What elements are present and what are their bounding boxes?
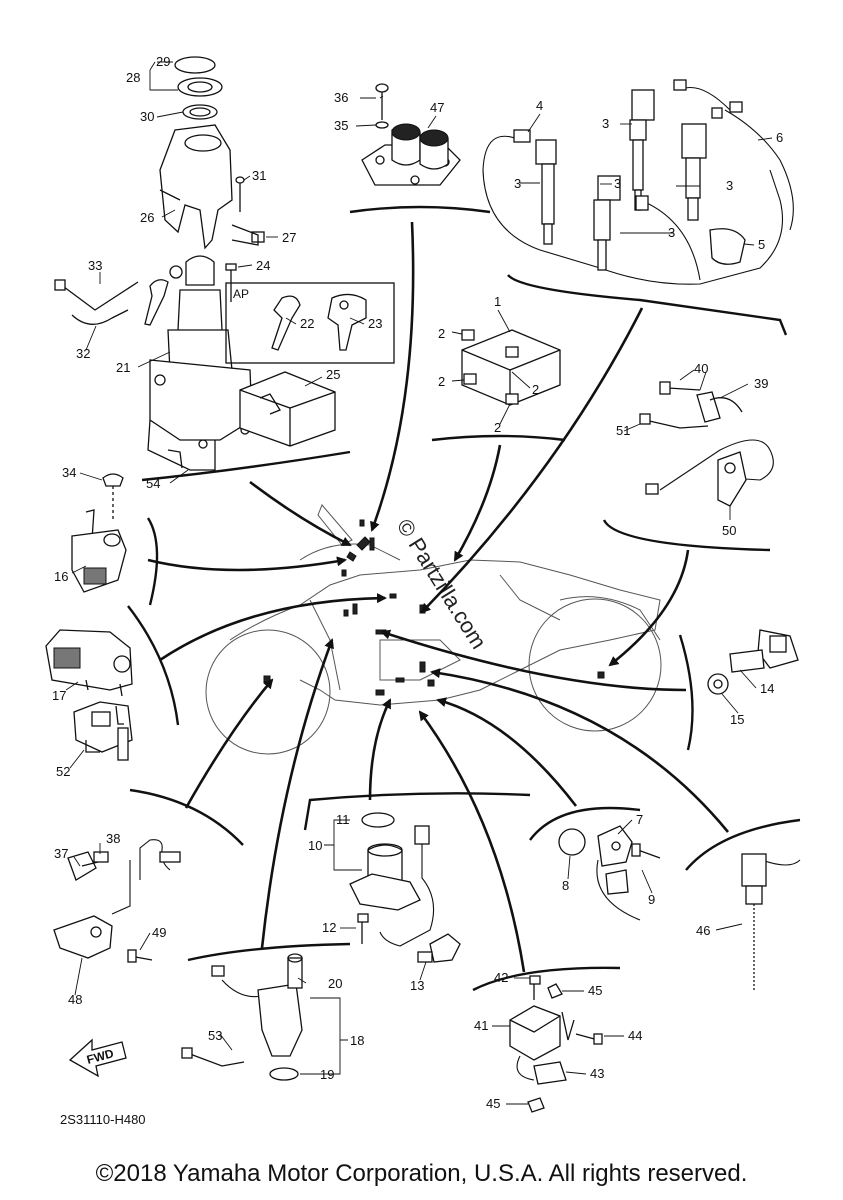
callout-39: 39 [754, 376, 768, 391]
ap-label: AP [233, 287, 249, 301]
callout-5: 5 [758, 237, 765, 252]
callout-22: 22 [300, 316, 314, 331]
callout-46: 46 [696, 923, 710, 938]
callout-41: 41 [474, 1018, 488, 1033]
callout-3b: 3 [514, 176, 521, 191]
callout-31: 31 [252, 168, 266, 183]
callout-11: 11 [336, 812, 350, 827]
callout-45b: 45 [486, 1096, 500, 1111]
part-41 [509, 975, 603, 1113]
location-arrows [147, 221, 730, 973]
callout-3c: 3 [614, 176, 621, 191]
callout-40: 40 [694, 361, 708, 376]
callout-numbers: 1 2 2 2 2 3 3 3 3 3 4 5 6 7 8 9 10 11 12… [52, 54, 783, 1111]
callout-47: 47 [430, 100, 444, 115]
callout-12: 12 [322, 920, 336, 935]
callout-28: 28 [126, 70, 140, 85]
callout-2c: 2 [532, 382, 539, 397]
main-switch-assembly: AP [54, 56, 395, 471]
fwd-arrow-icon: FWD [68, 1038, 127, 1078]
callout-50: 50 [722, 523, 736, 538]
callout-24: 24 [256, 258, 270, 273]
callout-18: 18 [350, 1033, 364, 1048]
part-17-52 [45, 629, 133, 761]
sensor-14 [707, 629, 799, 695]
callout-30: 30 [140, 109, 154, 124]
callout-23: 23 [368, 316, 382, 331]
callout-34: 34 [62, 465, 76, 480]
callout-3d: 3 [726, 178, 733, 193]
watermark: © Partzilla.com [392, 514, 492, 653]
callout-42: 42 [494, 970, 508, 985]
callout-3a: 3 [602, 116, 609, 131]
callout-13: 13 [410, 978, 424, 993]
callout-14: 14 [760, 681, 774, 696]
callout-51: 51 [616, 423, 630, 438]
callout-49: 49 [152, 925, 166, 940]
sensor-50 [639, 381, 774, 507]
part-34-16 [71, 473, 127, 593]
callout-4: 4 [536, 98, 543, 113]
callout-43: 43 [590, 1066, 604, 1081]
callout-3e: 3 [668, 225, 675, 240]
callout-2d: 2 [494, 420, 501, 435]
ignition-coils [482, 79, 794, 285]
fwd-label: FWD [85, 1046, 115, 1067]
part-10 [349, 812, 461, 963]
group-brackets [127, 205, 801, 992]
callout-52: 52 [56, 764, 70, 779]
diagram-code: 2S31110-H480 [60, 1112, 146, 1127]
callout-53: 53 [208, 1028, 222, 1043]
callout-29: 29 [156, 54, 170, 69]
callout-48: 48 [68, 992, 82, 1007]
callout-2a: 2 [438, 326, 445, 341]
callout-35: 35 [334, 118, 348, 133]
callout-17: 17 [52, 688, 66, 703]
callout-37: 37 [54, 846, 68, 861]
callout-38: 38 [106, 831, 120, 846]
callout-8: 8 [562, 878, 569, 893]
callout-33: 33 [88, 258, 102, 273]
callout-16: 16 [54, 569, 68, 584]
callout-45a: 45 [588, 983, 602, 998]
callout-27: 27 [282, 230, 296, 245]
callout-6: 6 [776, 130, 783, 145]
callout-54: 54 [146, 476, 160, 491]
part-18 [181, 953, 303, 1081]
callout-19: 19 [320, 1067, 334, 1082]
callout-15: 15 [730, 712, 744, 727]
motorcycle-outline [205, 504, 662, 755]
callout-21: 21 [116, 360, 130, 375]
callout-20: 20 [328, 976, 342, 991]
part-46 [741, 853, 801, 990]
callout-7: 7 [636, 812, 643, 827]
sensor-48 [53, 839, 181, 963]
callout-36: 36 [334, 90, 348, 105]
copyright-notice: ©2018 Yamaha Motor Corporation, U.S.A. A… [95, 1160, 748, 1187]
part-7 [558, 825, 661, 921]
callout-1: 1 [494, 294, 501, 309]
callout-44: 44 [628, 1028, 642, 1043]
part-47 [361, 83, 461, 186]
ecu-part-1 [461, 329, 561, 406]
callout-26: 26 [140, 210, 154, 225]
callout-9: 9 [648, 892, 655, 907]
callout-32: 32 [76, 346, 90, 361]
callout-25: 25 [326, 367, 340, 382]
callout-10: 10 [308, 838, 322, 853]
leader-lines [65, 61, 773, 1105]
callout-2b: 2 [438, 374, 445, 389]
